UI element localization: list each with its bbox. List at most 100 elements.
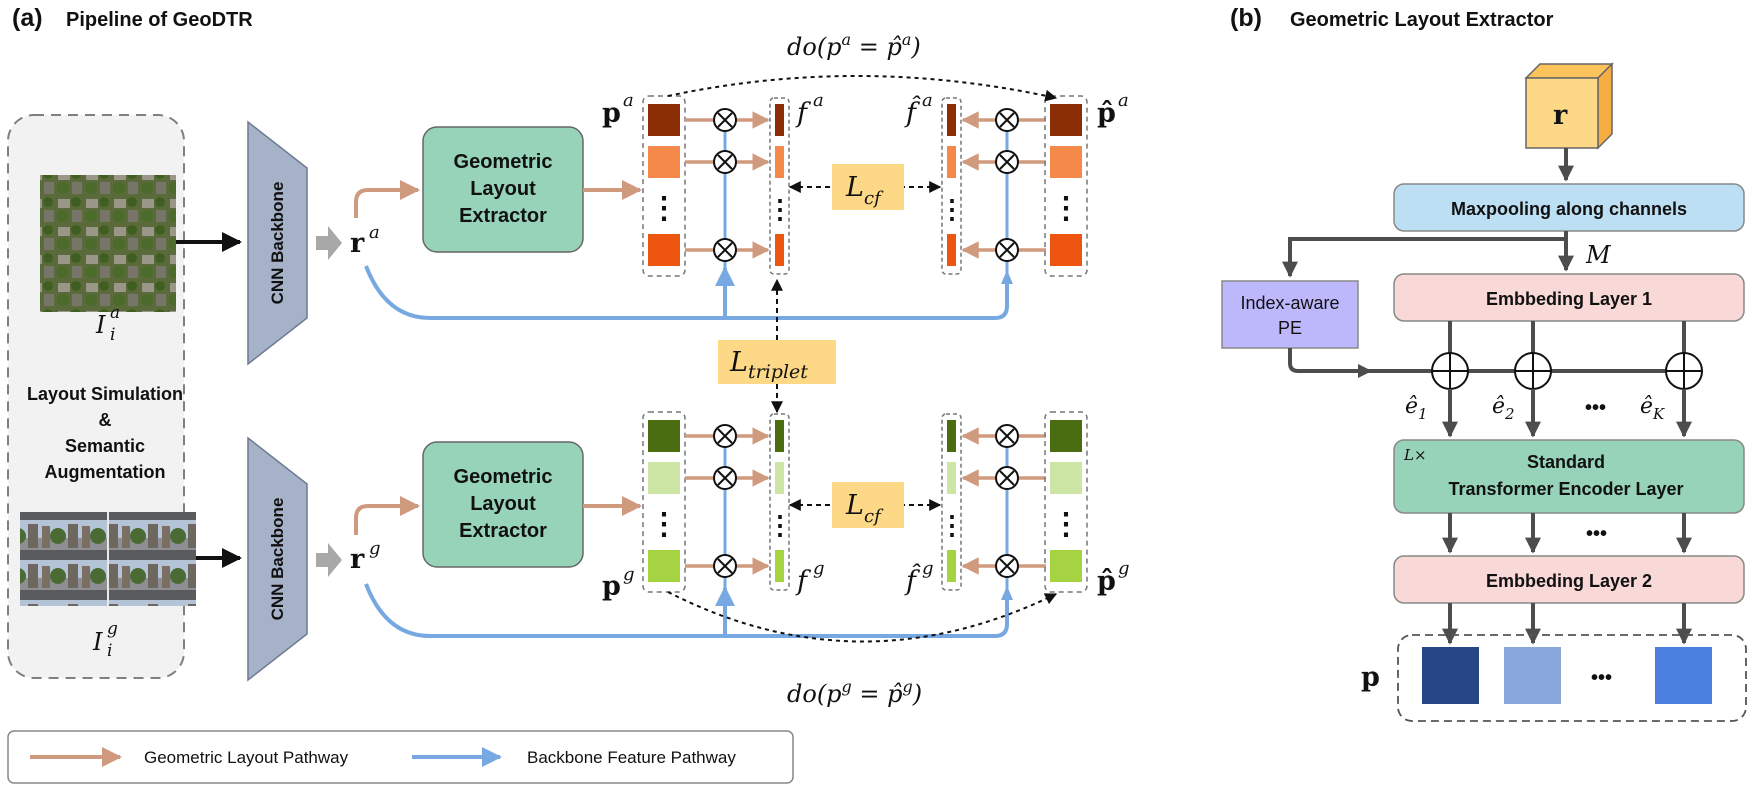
p-output-dots: •••: [1591, 667, 1612, 689]
do-ground-arc: [667, 591, 1058, 643]
p-output-cell-1: [1422, 647, 1479, 704]
multiply-node-ground-r1: [995, 424, 1019, 448]
p-aerial-cell-2: [648, 146, 680, 178]
f-ground-cell-1: [775, 420, 784, 452]
transformer-line-2: Transformer Encoder Layer: [1448, 479, 1683, 499]
gle-ground-line-1: Geometric: [454, 466, 553, 488]
backbone-out-arrow-aerial: [316, 226, 342, 260]
phat-aerial-dots: ⋮: [1051, 191, 1081, 226]
f-aerial-dots: ⋮: [767, 195, 793, 225]
maxpool-to-pe-arrow: [1282, 237, 1566, 278]
ground-image-label: I: [92, 628, 103, 656]
blue-arrowhead-aerial-right: [1001, 270, 1013, 284]
do-aerial-label: do(pa = p̂a): [787, 30, 921, 61]
pe-to-plus-line: [1288, 348, 1684, 373]
add-node-2: [1514, 352, 1552, 390]
cnn-backbone-ground: [247, 436, 308, 682]
maxpool-box: [1393, 183, 1745, 232]
lcf-aerial-box: [832, 164, 904, 210]
multiply-node-aerial-3: [713, 238, 737, 262]
phat-ground-cell-1: [1050, 420, 1082, 452]
add-node-k: [1665, 352, 1703, 390]
maxpool-label: Maxpooling along channels: [1451, 199, 1687, 219]
phat-ground-sup: g: [1118, 558, 1130, 579]
multiply-node-aerial-r2: [995, 150, 1019, 174]
p-output-group: [1397, 634, 1747, 722]
ek-label: êK: [1640, 394, 1665, 423]
p-aerial-sup: a: [623, 90, 634, 111]
ltriplet-label: L: [729, 347, 748, 378]
p-aerial-dots: ⋮: [649, 191, 679, 226]
r-aerial: r: [350, 228, 365, 259]
fhat-ground-column: [941, 413, 962, 591]
fhat-ground-cell-1: [947, 420, 956, 452]
r-ground-sup: g: [369, 538, 381, 559]
lcf-aerial-label: L: [845, 172, 864, 203]
transformer-line-1: Standard: [1527, 452, 1605, 472]
transformer-dots: •••: [1586, 523, 1607, 545]
phat-aerial-cell-2: [1050, 146, 1082, 178]
f-aerial-cell-1: [775, 104, 784, 136]
simulation-line-4: Augmentation: [45, 462, 166, 482]
r-aerial-sup: a: [369, 222, 380, 243]
do-ground-label: do(pg = p̂g): [787, 677, 922, 708]
cnn-backbone-aerial-label: CNN Backbone: [268, 182, 287, 305]
phat-aerial-label: p̂: [1097, 98, 1116, 129]
fhat-aerial-dots: ⋮: [939, 195, 965, 225]
lcf-ground-box: [832, 482, 904, 528]
p-output-cell-k: [1655, 647, 1712, 704]
backbone-out-arrow-ground: [316, 543, 342, 577]
legend-geometric-label: Geometric Layout Pathway: [144, 748, 349, 767]
p-output-label: p: [1361, 662, 1380, 693]
ground-image-sub: i: [107, 641, 112, 661]
f-aerial-label: f: [795, 98, 811, 129]
p-aerial-cell-1: [648, 104, 680, 136]
gle-ground-line-3: Extractor: [459, 520, 547, 542]
panel-a-label: (a): [12, 4, 43, 32]
multiply-node-ground-r3: [995, 554, 1019, 578]
multiply-node-ground-3: [713, 554, 737, 578]
fhat-aerial-sup: a: [922, 90, 933, 111]
multiply-node-ground-r2: [995, 466, 1019, 490]
f-aerial-cell-3: [775, 234, 784, 266]
f-ground-sup: g: [813, 558, 825, 579]
cnn-backbone-aerial: [247, 120, 308, 366]
simulation-line-2: &: [99, 410, 112, 430]
fhat-ground-label: f̂: [904, 563, 922, 597]
cube-r-label: r: [1553, 100, 1568, 131]
fhat-ground-dots: ⋮: [939, 511, 965, 541]
multiply-node-aerial-r3: [995, 238, 1019, 262]
cnn-backbone-ground-label: CNN Backbone: [268, 498, 287, 621]
embed1-box: [1393, 273, 1745, 322]
embed2-label: Embbeding Layer 2: [1486, 571, 1652, 591]
pe-line-1: Index-aware: [1240, 293, 1339, 313]
fhat-aerial-label: f̂: [904, 95, 922, 129]
gle-aerial-line-3: Extractor: [459, 205, 547, 227]
phat-ground-cell-3: [1050, 550, 1082, 582]
multiply-node-ground-1: [713, 424, 737, 448]
r-cube: [1524, 62, 1614, 150]
f-ground-label: f: [795, 566, 811, 597]
add-node-1: [1431, 352, 1469, 390]
f-aerial-cell-2: [775, 146, 784, 178]
fhat-ground-cell-2: [947, 462, 956, 494]
legend-backbone-label: Backbone Feature Pathway: [527, 748, 736, 767]
panel-b-label: (b): [1230, 4, 1262, 32]
gle-ground-line-2: Layout: [470, 493, 536, 515]
f-ground-cell-2: [775, 462, 784, 494]
p-ground-dots: ⋮: [649, 507, 679, 542]
f-ground-dots: ⋮: [767, 511, 793, 541]
fhat-aerial-cell-2: [947, 146, 956, 178]
panel-a-title: Pipeline of GeoDTR: [66, 9, 253, 31]
ltriplet-sub: triplet: [748, 361, 808, 383]
aerial-image-sup: a: [110, 303, 120, 323]
phat-ground-cell-2: [1050, 462, 1082, 494]
p-ground-cell-3: [648, 550, 680, 582]
gle-aerial-line-2: Layout: [470, 178, 536, 200]
ltriplet-box: [718, 340, 836, 384]
fhat-aerial-cell-1: [947, 104, 956, 136]
p-ground-cell-1: [648, 420, 680, 452]
phat-aerial-cell-1: [1050, 104, 1082, 136]
phat-aerial-cell-3: [1050, 234, 1082, 266]
